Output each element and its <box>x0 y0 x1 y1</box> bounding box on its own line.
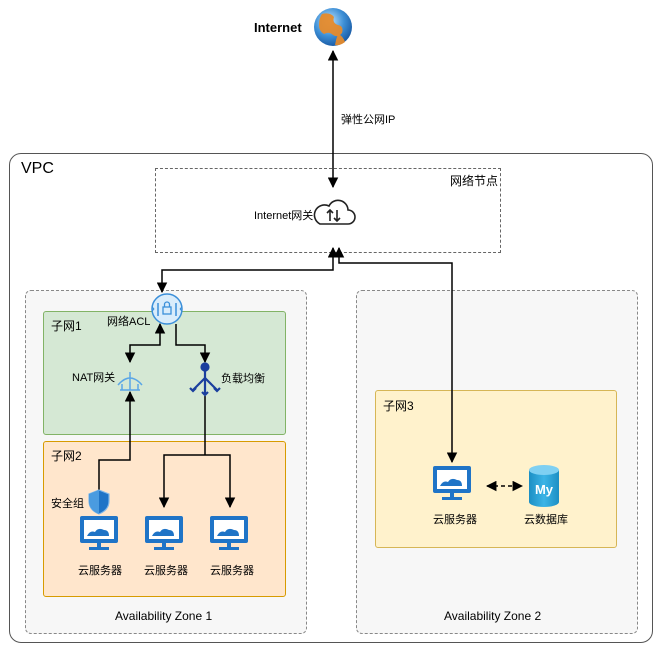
network-acl-label: 网络ACL <box>107 316 151 328</box>
igw-label: Internet网关 <box>254 210 314 222</box>
server-icon-az2 <box>433 466 471 500</box>
cloud-gateway-icon <box>313 199 356 225</box>
security-group-shield-icon <box>88 489 110 515</box>
lb-server3-connector <box>205 454 236 509</box>
lb-server2-connector <box>158 454 205 509</box>
igw-acl-connector <box>156 246 339 294</box>
nat-gateway-label: NAT网关 <box>72 372 116 384</box>
server-icon-1 <box>80 516 118 550</box>
acl-nat-connector <box>124 322 166 364</box>
vpc-label: VPC <box>21 160 54 177</box>
network-acl-icon <box>151 293 183 325</box>
server-label-az2: 云服务器 <box>433 514 477 526</box>
server-label-3: 云服务器 <box>210 565 254 577</box>
subnet-1-label: 子网1 <box>51 319 82 333</box>
subnet-2-label: 子网2 <box>51 449 82 463</box>
server-icon-3 <box>210 516 248 550</box>
network-node-label: 网络节点 <box>450 174 499 188</box>
globe-icon <box>314 8 352 46</box>
load-balancer-label: 负载均衡 <box>221 373 265 385</box>
server-label-2: 云服务器 <box>144 565 188 577</box>
database-label: 云数据库 <box>524 514 568 526</box>
eip-label: 弹性公网IP <box>341 114 396 126</box>
security-group-label: 安全组 <box>51 498 84 510</box>
az2-label: Availability Zone 2 <box>444 609 542 623</box>
acl-lb-connector <box>175 324 211 364</box>
az1-label: Availability Zone 1 <box>115 609 213 623</box>
server-icon-2 <box>145 516 183 550</box>
nat-server-connector <box>98 390 136 490</box>
internet-label: Internet <box>254 20 302 35</box>
database-icon: My <box>529 465 559 507</box>
nat-gateway-icon <box>117 372 143 391</box>
subnet-3-label: 子网3 <box>383 399 414 413</box>
server-label-1: 云服务器 <box>78 565 122 577</box>
igw-az2-server-connector <box>333 246 458 464</box>
load-balancer-icon <box>189 362 221 397</box>
database-badge-text: My <box>535 482 554 497</box>
